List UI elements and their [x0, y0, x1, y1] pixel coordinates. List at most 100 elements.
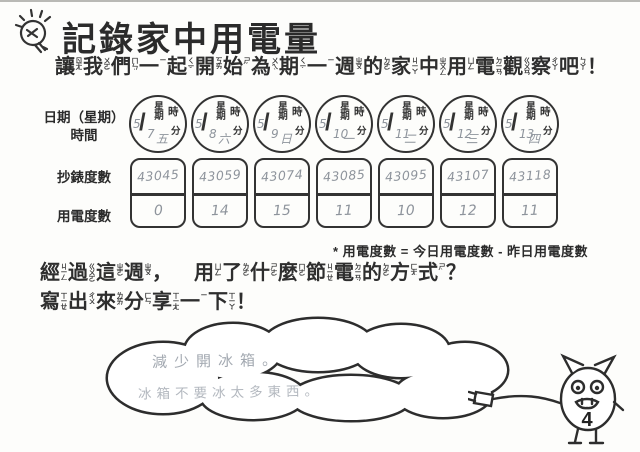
- ruby-unit: ！: [587, 56, 607, 78]
- ruby-unit: 開ㄎㄞ: [195, 56, 222, 78]
- minute-label: 分: [295, 126, 305, 137]
- slash-glyph: /: [139, 109, 146, 136]
- ruby-unit: 一ㄧ: [307, 56, 334, 78]
- weekday-value: 日: [280, 132, 293, 146]
- ruby-unit: 觀ㄍㄨㄢ: [503, 56, 530, 78]
- hour-label: 時: [292, 106, 303, 118]
- minute-label: 分: [543, 126, 553, 137]
- ruby-unit: ？: [446, 262, 466, 284]
- ruby-unit: 什ㄕㄜˊ: [250, 262, 277, 284]
- pig-arm-right: [612, 400, 625, 412]
- month-value: 5: [257, 117, 265, 131]
- record-box-5: 43095 10: [378, 158, 434, 228]
- pig-leg-left: [567, 427, 583, 445]
- cloud-answer-line-2: 冰箱不要冰太多東西。: [137, 383, 324, 403]
- box-divider: [132, 193, 184, 196]
- ruby-unit: 為ㄨㄟˋ: [251, 56, 278, 78]
- power-cord: [491, 394, 562, 405]
- slash-glyph: /: [449, 109, 456, 136]
- ruby-unit: 家ㄐㄧㄚ: [391, 56, 418, 78]
- week-label: 星期: [524, 101, 535, 120]
- usage-value: 0: [153, 202, 163, 220]
- date-value: 11: [395, 127, 411, 141]
- ruby-unit: 分ㄈㄣ: [124, 291, 151, 313]
- ruby-unit: ！: [236, 291, 256, 313]
- week-label: 星期: [214, 101, 225, 120]
- usage-value: 14: [210, 202, 230, 220]
- page-title: 記錄家中用電量: [62, 21, 321, 59]
- ruby-unit: 節ㄐㄧㄝˊ: [306, 262, 333, 286]
- lightbulb-icon: [14, 8, 52, 54]
- day-circle-5: / 5 11 星期 二 時 分: [377, 95, 435, 153]
- hour-label: 時: [478, 106, 489, 118]
- hour-label: 時: [354, 106, 365, 118]
- week-label: 星期: [462, 101, 473, 120]
- month-value: 5: [133, 117, 141, 131]
- weekday-value: 五: [156, 132, 169, 146]
- weekday-value: 二: [404, 132, 417, 146]
- meter-reading-value: 43059: [198, 166, 242, 185]
- ruby-unit: 起ㄑㄧˇ: [167, 56, 194, 78]
- usage-formula-note: * 用電度數 = 今日用電度數 - 昨日用電度數: [333, 244, 589, 259]
- date-value: 7: [147, 127, 155, 141]
- pig-mascot: 4: [468, 353, 625, 445]
- month-value: 5: [381, 117, 389, 131]
- minute-label: 分: [481, 126, 491, 137]
- row-label-meter: 抄錶度數: [57, 170, 111, 185]
- weekday-value: 三: [466, 132, 479, 146]
- ruby-unit: 的ㄉㄜ˙: [363, 56, 390, 78]
- ruby-unit: [173, 261, 193, 285]
- week-label: 星期: [152, 101, 163, 120]
- ruby-unit: 始ㄕˇ: [223, 56, 250, 78]
- ruby-unit: 吧ㄅㄚ˙: [559, 56, 586, 78]
- row-label-date-week: 日期（星期）: [43, 110, 125, 125]
- box-divider: [504, 193, 556, 196]
- ruby-unit: 這ㄓㄜˋ: [96, 262, 123, 284]
- day-circle-3: / 5 9 星期 日 時 分: [253, 95, 311, 153]
- ruby-unit: 享ㄒㄧㄤˇ: [152, 291, 179, 315]
- slash-glyph: /: [387, 109, 394, 136]
- minute-label: 分: [419, 126, 429, 137]
- box-divider: [256, 193, 308, 196]
- date-value: 10: [333, 127, 349, 141]
- pig-ear-right: [593, 354, 617, 375]
- day-circle-7: / 5 13 星期 四 時 分: [501, 95, 559, 153]
- ruby-unit: 讓ㄖㄤˋ: [55, 56, 82, 78]
- month-value: 5: [443, 117, 451, 131]
- ruby-unit: 週ㄓㄡ: [124, 262, 151, 284]
- date-value: 13: [519, 127, 535, 141]
- ruby-unit: 式ㄕˋ: [418, 262, 445, 284]
- meter-reading-value: 43045: [136, 166, 180, 185]
- minute-label: 分: [357, 126, 367, 137]
- record-box-4: 43085 11: [316, 158, 372, 228]
- hour-label: 時: [230, 106, 241, 118]
- ruby-unit: 出ㄔㄨ: [68, 291, 95, 313]
- ruby-unit: 用ㄩㄥˋ: [194, 262, 221, 284]
- cloud-answer-line-1: 減少開冰箱。: [151, 350, 285, 372]
- hour-label: 時: [168, 106, 179, 118]
- weekday-value: 六: [218, 132, 231, 146]
- record-box-3: 43074 15: [254, 158, 310, 228]
- minute-label: 分: [171, 126, 181, 137]
- record-box-2: 43059 14: [192, 158, 248, 228]
- ruby-unit: 了ㄌㄜ˙: [222, 262, 249, 284]
- usage-value: 15: [272, 202, 292, 220]
- month-value: 5: [505, 117, 513, 131]
- ruby-unit: 們ㄇㄣ˙: [111, 56, 138, 78]
- usage-value: 12: [458, 202, 478, 220]
- ruby-unit: 經ㄐㄧㄥ: [40, 262, 67, 284]
- page-number: 4: [581, 409, 593, 431]
- row-label-usage: 用電度數: [57, 209, 111, 224]
- hour-label: 時: [540, 106, 551, 118]
- usage-value: 11: [334, 202, 354, 220]
- hour-label: 時: [416, 106, 427, 118]
- date-value: 8: [209, 127, 217, 141]
- power-plug-icon: [472, 390, 495, 408]
- pig-ear-left: [560, 353, 585, 375]
- ruby-unit: 中ㄓㄨㄥ: [419, 56, 446, 78]
